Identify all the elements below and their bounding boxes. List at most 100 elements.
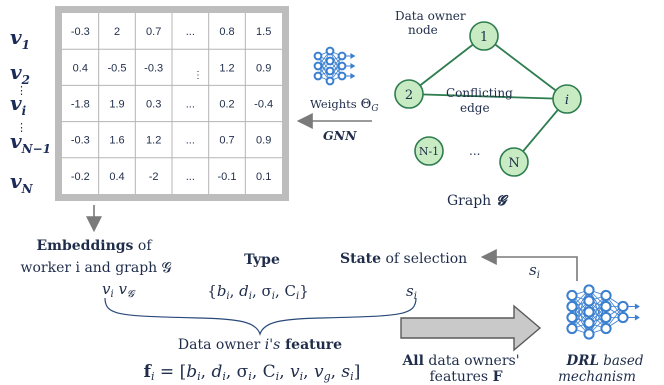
edge-1-i bbox=[483, 35, 568, 100]
conflict-graph: 1 2 i N-1 N ... Data owner node Conflict… bbox=[394, 9, 582, 209]
drl-network-icon bbox=[566, 284, 640, 340]
edge-2-i bbox=[408, 93, 568, 100]
edge-1-2 bbox=[408, 35, 485, 95]
matrix-cell: 0.7 bbox=[146, 26, 161, 38]
nn-neuron bbox=[325, 46, 335, 56]
row-dots-1: ⋮ bbox=[16, 84, 27, 97]
all-owners-line2: features F bbox=[429, 369, 502, 385]
type-title: Type bbox=[244, 252, 280, 268]
nn-output-arrowhead bbox=[634, 314, 640, 321]
nn-neuron bbox=[337, 71, 347, 81]
nn-neuron bbox=[583, 284, 595, 296]
conflicting-edge-label-line2: edge bbox=[460, 101, 490, 115]
nn-neuron bbox=[600, 300, 612, 313]
aggregate-features-arrow bbox=[400, 304, 542, 352]
nn-neuron bbox=[583, 328, 595, 340]
nn-neuron bbox=[313, 61, 323, 71]
drl-line2: mechanism bbox=[558, 369, 636, 385]
matrix-cell: 0.1 bbox=[256, 171, 271, 183]
graph-node-2 bbox=[394, 79, 424, 109]
embeddings-line2: worker i and graph 𝓖 bbox=[21, 260, 172, 276]
nn-neuron bbox=[566, 289, 578, 302]
nn-output-arrowhead bbox=[350, 63, 356, 69]
nn-output-arrowhead bbox=[634, 303, 640, 310]
matrix-cell: ... bbox=[186, 99, 195, 111]
state-arrow-label: si bbox=[529, 261, 540, 281]
row-label-vN-1: vN−1 bbox=[10, 129, 51, 156]
matrix-cell: -0.2 bbox=[71, 171, 90, 183]
matrix-cell: 2 bbox=[114, 26, 120, 38]
row-dots-2: ⋮ bbox=[16, 121, 27, 134]
nn-neuron bbox=[325, 56, 335, 66]
matrix-cell: -0.3 bbox=[144, 62, 163, 74]
graph-node-N-1 bbox=[414, 136, 444, 166]
nn-neuron bbox=[313, 51, 323, 61]
nn-neuron bbox=[313, 71, 323, 81]
matrix-cell: 0.4 bbox=[109, 171, 124, 183]
data-owner-label-line2: node bbox=[408, 23, 438, 37]
nn-output-arrowhead bbox=[350, 73, 356, 79]
nn-connection bbox=[329, 55, 343, 82]
all-owners-line1: All data owners' bbox=[401, 353, 519, 369]
graph-node-1 bbox=[469, 21, 499, 51]
matrix-cell: 1.2 bbox=[146, 135, 161, 147]
row-label-vN: vN bbox=[10, 169, 34, 196]
nn-neuron bbox=[600, 311, 612, 324]
node-label-2: 2 bbox=[405, 88, 413, 103]
state-var: si bbox=[406, 282, 417, 302]
data-owner-label-line1: Data owner bbox=[395, 9, 466, 23]
nn-output-arrowhead bbox=[350, 53, 356, 59]
matrix-cell: ... bbox=[186, 26, 195, 38]
nn-neuron bbox=[337, 61, 347, 71]
state-title: State of selection bbox=[340, 251, 467, 267]
gnn-label: GNN bbox=[323, 128, 357, 143]
nn-neuron bbox=[617, 300, 629, 313]
matrix-cell: -2 bbox=[149, 171, 159, 183]
nn-neuron bbox=[617, 311, 629, 324]
matrix-cell: 0.9 bbox=[256, 135, 271, 147]
graph-ellipsis: ... bbox=[469, 144, 480, 158]
row-label-v1: v1 bbox=[10, 25, 30, 52]
matrix-cell: 1.9 bbox=[109, 99, 124, 111]
matrix-cell: 0.8 bbox=[219, 26, 234, 38]
state-feedback-arrow bbox=[480, 249, 578, 281]
matrix-cell: -0.3 bbox=[71, 26, 90, 38]
nn-neuron bbox=[325, 66, 335, 76]
matrix-cell: ... bbox=[186, 135, 195, 147]
nn-connection bbox=[317, 50, 331, 77]
nn-neuron bbox=[566, 300, 578, 313]
feature-title: Data owner i's feature bbox=[178, 337, 342, 353]
node-label-N: N bbox=[508, 156, 519, 171]
matrix-cell: -0.3 bbox=[71, 135, 90, 147]
matrix-cell: -0.1 bbox=[218, 171, 237, 183]
gnn-network-icon bbox=[313, 46, 356, 86]
row-label-v2: v2 bbox=[10, 60, 30, 87]
feature-brace bbox=[104, 297, 417, 336]
nn-neuron bbox=[325, 76, 335, 86]
nn-neuron bbox=[600, 322, 612, 335]
matrix-cell: 1.2 bbox=[219, 62, 234, 74]
nn-neuron bbox=[583, 317, 595, 329]
matrix-cell: 0.4 bbox=[73, 62, 88, 74]
nn-neuron bbox=[583, 306, 595, 318]
row-label-vi: vi bbox=[10, 91, 27, 118]
nn-neuron bbox=[583, 295, 595, 307]
embeddings-vars: vi v𝓖 bbox=[102, 280, 136, 300]
nn-neuron bbox=[566, 322, 578, 335]
matrix-cell: -0.5 bbox=[108, 62, 127, 74]
matrix-cell: ... bbox=[186, 171, 195, 183]
type-vars: {bi, di, σi, Ci} bbox=[207, 282, 308, 302]
conflicting-edge-label-line1: Conflicting bbox=[446, 86, 513, 100]
matrix-cell: 1.6 bbox=[109, 135, 124, 147]
graph-node-N bbox=[499, 147, 529, 177]
feature-formula: fi = [bi, di, σi, Ci, vi, vg, si] bbox=[144, 362, 361, 383]
matrix-cell: 0.7 bbox=[219, 135, 234, 147]
cell-dots-vertical: ⋮ bbox=[193, 70, 203, 81]
matrix-cell: -1.8 bbox=[71, 99, 90, 111]
node-label-i: i bbox=[565, 93, 569, 108]
